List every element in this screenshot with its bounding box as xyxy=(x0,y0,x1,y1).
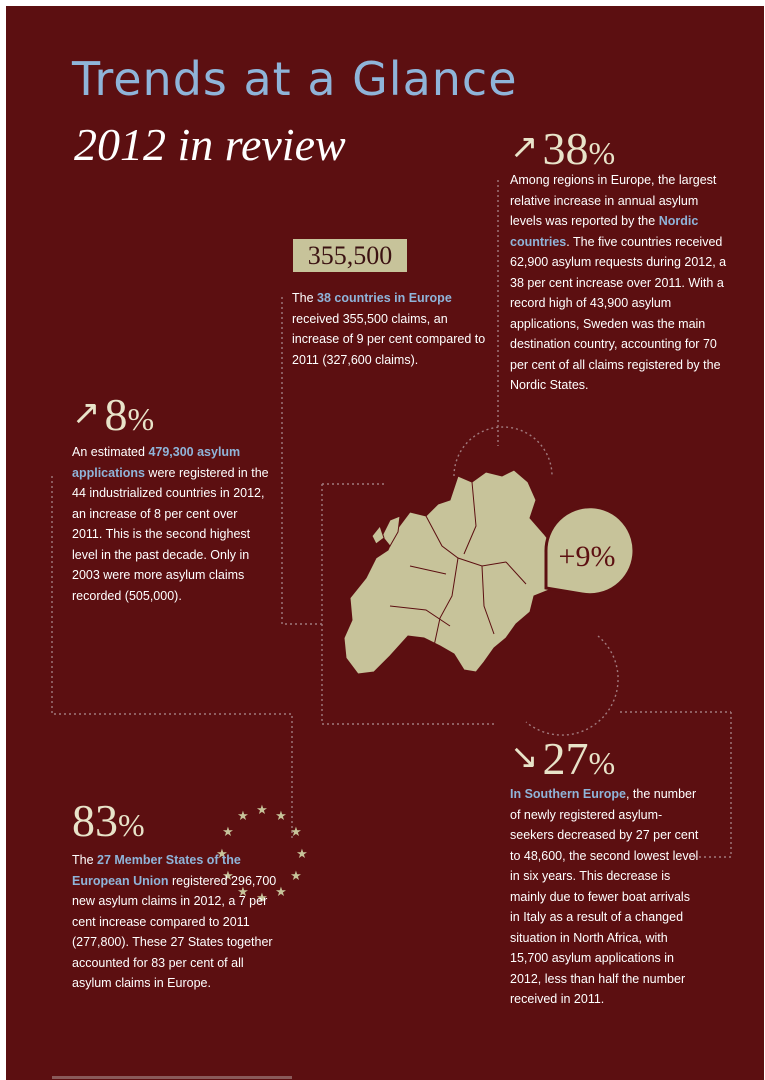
paragraph-southern: In Southern Europe, the number of newly … xyxy=(510,787,699,1006)
svg-text:★: ★ xyxy=(256,891,268,906)
svg-text:★: ★ xyxy=(222,825,234,840)
arrow-up-icon: ↗ xyxy=(72,393,101,433)
svg-text:★: ★ xyxy=(275,809,287,824)
stat-eu: 83% xyxy=(72,798,145,844)
stat-industrialized-unit: % xyxy=(127,401,155,437)
stat-nordic-value: 38 xyxy=(542,123,589,174)
paragraph-europe: The 38 countries in Europe received 355,… xyxy=(292,291,486,367)
paragraph-eu: The 27 Member States of the European Uni… xyxy=(72,853,277,990)
stat-industrialized: ↗8% xyxy=(72,392,154,438)
page-subtitle: 2012 in review xyxy=(74,119,346,170)
eu-stars-icon: ★ ★ ★ ★ ★ ★ ★ ★ ★ ★ ★ ★ xyxy=(216,803,308,906)
infographic-page: +9% ★ ★ ★ ★ ★ ★ ★ ★ ★ ★ ★ ★ Trends at a … xyxy=(6,6,764,1080)
highlight-eu: 27 Member States of the European Union xyxy=(72,853,241,888)
svg-text:★: ★ xyxy=(237,809,249,824)
svg-text:★: ★ xyxy=(296,847,308,862)
page-title: Trends at a Glance xyxy=(72,52,518,106)
highlight-europe: 38 countries in Europe xyxy=(317,291,452,305)
stat-eu-unit: % xyxy=(118,807,145,843)
nine-percent-badge-label: +9% xyxy=(559,540,616,573)
connector-lines xyxy=(51,180,732,858)
stat-eu-value: 83 xyxy=(72,795,118,846)
stat-southern-unit: % xyxy=(588,745,616,781)
svg-text:★: ★ xyxy=(275,885,287,900)
svg-text:★: ★ xyxy=(237,885,249,900)
footnote-line xyxy=(52,1076,292,1079)
europe-map-icon xyxy=(343,469,567,675)
svg-text:★: ★ xyxy=(222,869,234,884)
decorations: +9% ★ ★ ★ ★ ★ ★ ★ ★ ★ ★ ★ ★ xyxy=(51,180,732,906)
paragraph-nordic: Among regions in Europe, the largest rel… xyxy=(510,173,727,392)
stat-southern: ↘27% xyxy=(510,736,615,782)
svg-text:★: ★ xyxy=(216,847,228,862)
paragraph-industrialized: An estimated 479,300 asylum applications… xyxy=(72,445,269,603)
svg-text:★: ★ xyxy=(256,803,268,818)
stat-southern-value: 27 xyxy=(542,733,589,784)
svg-text:★: ★ xyxy=(290,825,302,840)
stat-europe-box: 355,500 xyxy=(293,239,407,272)
highlight-industrialized: 479,300 asylum applications xyxy=(72,445,241,480)
stat-nordic-unit: % xyxy=(588,135,616,171)
highlight-nordic: Nordic countries xyxy=(510,214,699,249)
stat-industrialized-value: 8 xyxy=(104,389,128,440)
svg-text:★: ★ xyxy=(290,869,302,884)
stat-nordic: ↗38% xyxy=(510,126,615,172)
highlight-southern: In Southern Europe xyxy=(510,787,626,801)
nine-percent-badge-shape xyxy=(544,505,636,597)
arrow-down-icon: ↘ xyxy=(510,737,539,777)
arrow-up-icon: ↗ xyxy=(510,127,539,167)
